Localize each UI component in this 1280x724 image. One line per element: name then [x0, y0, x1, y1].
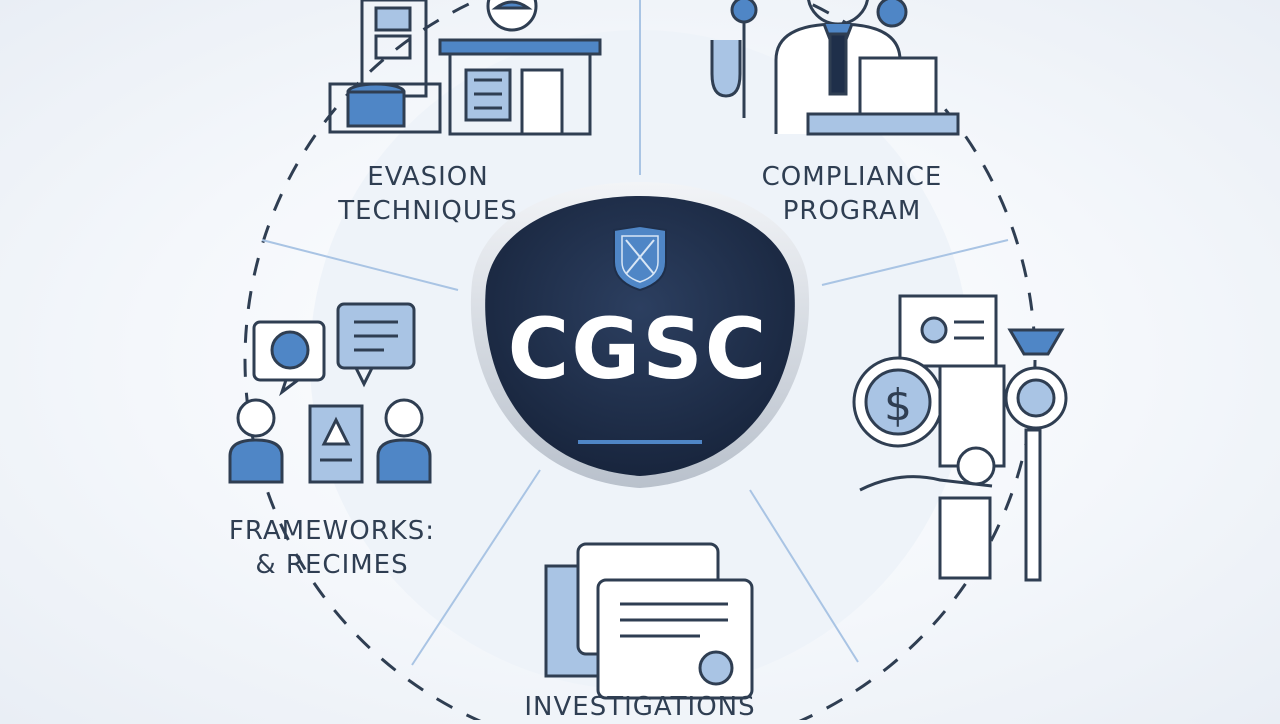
- label-frameworks-regimes: FRAMEWORKS: & RECIMES: [192, 514, 472, 582]
- shield-crest-icon: [613, 224, 667, 292]
- label-line-1: COMPLIANCE: [761, 162, 943, 192]
- chat-bubbles-icon: [252, 302, 416, 397]
- label-line-2: & RECIMES: [255, 550, 409, 580]
- label-compliance-program: COMPLIANCE PROGRAM: [722, 160, 982, 228]
- dollar-sign-glyph: $: [884, 380, 912, 431]
- person-laptop-icon: [710, 0, 960, 136]
- label-line-2: TECHNIQUES: [338, 196, 518, 226]
- label-evasion-techniques: EVASION TECHNIQUES: [308, 160, 548, 228]
- building-icon: [328, 0, 602, 136]
- divider-lines: [261, 0, 1009, 666]
- center-badge: [470, 182, 810, 488]
- label-investigations: INVESTIGATIONS: [470, 690, 810, 724]
- accent-bar: [578, 440, 702, 444]
- documents-icon: [544, 542, 754, 700]
- people-icon: [228, 398, 432, 484]
- money-gear-icon: $: [852, 294, 1068, 582]
- dashed-ring: [243, 0, 1037, 720]
- label-line-1: EVASION: [367, 162, 489, 192]
- center-title: CGSC: [507, 300, 769, 398]
- label-line-1: FRAMEWORKS:: [228, 516, 436, 546]
- label-line-2: PROGRAM: [782, 196, 922, 226]
- label-line-1: INVESTIGATIONS: [524, 692, 756, 722]
